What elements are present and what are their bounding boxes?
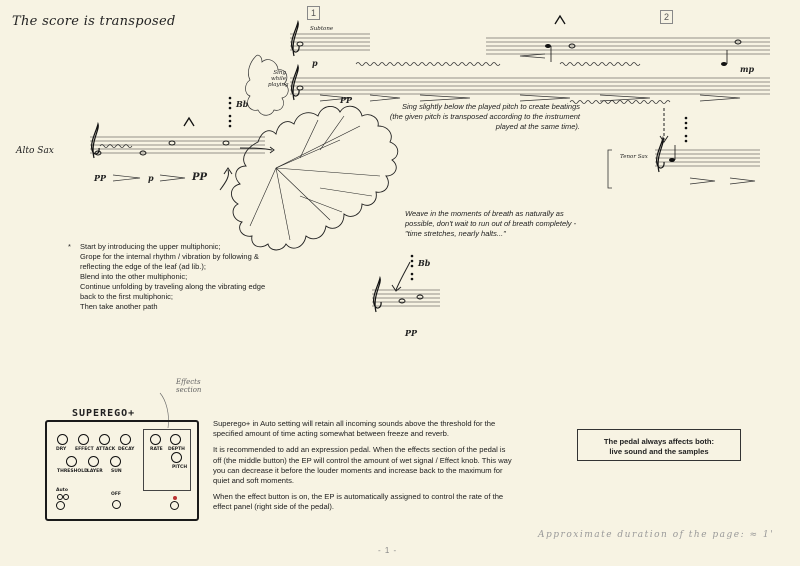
effects-section-label: Effects section: [176, 378, 202, 394]
page-number: - 1 -: [378, 546, 398, 555]
threshold-label: THRESHOLD: [57, 469, 88, 474]
depth-knob[interactable]: [170, 434, 181, 445]
note-stems: [550, 46, 728, 160]
rate-knob[interactable]: [150, 434, 161, 445]
auto-led-1: [57, 494, 63, 500]
threshold-knob[interactable]: [66, 456, 77, 467]
alto-sax-label: Alto Sax: [16, 146, 54, 156]
dynamic-p-upper: p: [312, 58, 318, 68]
star-marker: *: [68, 242, 71, 251]
layer-label: LAYER: [87, 469, 103, 474]
dynamic-mp: mp: [740, 64, 755, 74]
dynamic-pp-middle: PP: [340, 95, 353, 105]
attack-knob[interactable]: [99, 434, 110, 445]
rate-label: RATE: [150, 447, 163, 452]
trill-lines: [99, 62, 671, 148]
middle-staff: [290, 77, 770, 95]
bypass-footswitch[interactable]: [56, 501, 65, 510]
effect-label: EFFECT: [75, 447, 94, 452]
auto-label: Auto: [56, 488, 68, 493]
effects-footswitch[interactable]: [112, 500, 121, 509]
dynamic-pp-strong: PP: [192, 172, 208, 183]
flow-arrows: [219, 108, 669, 292]
pedal-callout-box: The pedal always affects both: live soun…: [577, 429, 741, 461]
dynamic-pp-lower: PP: [405, 328, 418, 338]
bb-label-2: Bb: [418, 258, 431, 268]
dynamic-pp: PP: [94, 173, 107, 183]
pitch-label: PITCH: [172, 465, 188, 470]
pitch-knob[interactable]: [171, 452, 182, 463]
effects-section-box: [143, 429, 191, 491]
dry-knob[interactable]: [57, 434, 68, 445]
section-box-1: 1: [307, 6, 320, 20]
sing-while-playing-label: Sing while playing: [268, 70, 289, 88]
hairpins: [112, 53, 756, 185]
effect-knob[interactable]: [78, 434, 89, 445]
sun-label: SUN: [111, 469, 122, 474]
decay-label: DECAY: [118, 447, 135, 452]
upper-staff: [290, 33, 770, 55]
note-heads: [94, 39, 742, 304]
superego-pedal: [45, 420, 199, 521]
depth-label: DEPTH: [168, 447, 185, 452]
decay-knob[interactable]: [120, 434, 131, 445]
off-label: OFF: [111, 492, 121, 497]
treble-clefs: [91, 19, 665, 313]
pedal-explanation: Superego+ in Auto setting will retain al…: [213, 419, 512, 512]
section-box-2: 2: [660, 10, 673, 24]
layer-knob[interactable]: [88, 456, 99, 467]
dry-label: DRY: [56, 447, 67, 452]
tenor-sax-label: Tenor Sax: [620, 154, 648, 160]
auto-led-2: [63, 494, 69, 500]
page-title: The score is transposed: [12, 14, 176, 29]
duration-note: Approximate duration of the page: ≈ 1': [538, 530, 775, 540]
pedal-name: SUPEREGO+: [70, 408, 138, 419]
bb-label-1: Bb: [236, 99, 249, 109]
accent-marks: [183, 14, 566, 127]
alto-sax-staff: [90, 136, 265, 154]
sun-knob[interactable]: [110, 456, 121, 467]
lower-staff: [372, 289, 440, 307]
fingering-diagrams: [228, 96, 688, 281]
upper-leaf: [245, 54, 289, 116]
attack-label: ATTACK: [96, 447, 116, 452]
subtone-label: Subtone: [310, 26, 334, 32]
sing-instruction: Sing slightly below the played pitch to …: [389, 102, 580, 131]
leaf-drawing: [231, 105, 399, 251]
tenor-sax-staff: [655, 149, 760, 167]
status-led: [173, 496, 177, 500]
hold-footswitch[interactable]: [170, 501, 179, 510]
left-instructions: Start by introducing the upper multiphon…: [80, 242, 266, 311]
weave-instruction: Weave in the moments of breath as natura…: [405, 209, 577, 238]
dynamic-p: p: [148, 173, 154, 183]
effects-pointer: [159, 392, 169, 429]
